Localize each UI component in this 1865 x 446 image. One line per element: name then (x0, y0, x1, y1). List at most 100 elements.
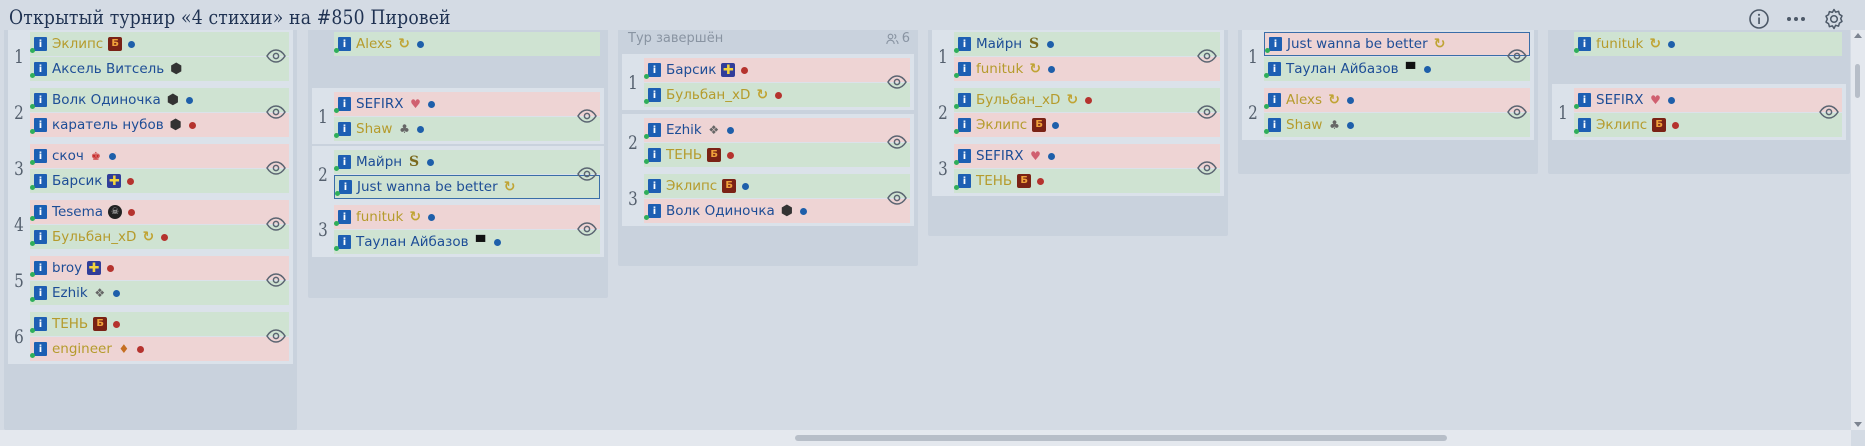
player-info-icon[interactable]: i (644, 179, 661, 195)
player-name[interactable]: Майрн (976, 36, 1023, 52)
gear-icon[interactable] (1821, 6, 1847, 32)
player-name[interactable]: broy (52, 260, 83, 276)
player-name[interactable]: Бульбан_xD (52, 229, 137, 245)
player-info-icon[interactable]: i (644, 123, 661, 139)
view-match-eye-icon[interactable] (886, 190, 908, 206)
player-info-icon[interactable]: i (30, 118, 47, 134)
view-match-eye-icon[interactable] (265, 272, 287, 288)
view-match-eye-icon[interactable] (265, 104, 287, 120)
view-match-eye-icon[interactable] (265, 328, 287, 344)
player-info-icon[interactable]: i (1574, 118, 1591, 134)
player-info-icon[interactable]: i (30, 342, 47, 358)
player-name[interactable]: funituk (976, 61, 1024, 77)
player-name[interactable]: Таулан Айбазов (1286, 61, 1399, 77)
player-info-icon[interactable]: i (30, 149, 47, 165)
player-info-icon[interactable]: i (1264, 62, 1281, 78)
player-info-icon[interactable]: i (1574, 93, 1591, 109)
player-info-icon[interactable]: i (644, 63, 661, 79)
player-info-icon[interactable]: i (954, 118, 971, 134)
view-match-eye-icon[interactable] (265, 48, 287, 64)
view-match-eye-icon[interactable] (1506, 104, 1528, 120)
player-name[interactable]: SEFIRX (356, 96, 404, 112)
player-info-icon[interactable]: i (334, 37, 351, 53)
player-info-icon[interactable]: i (1574, 37, 1591, 53)
player-name[interactable]: Эклипс (666, 178, 718, 194)
player-info-icon[interactable]: i (334, 155, 351, 171)
player-name[interactable]: Alexs (1286, 92, 1323, 108)
player-info-icon[interactable]: i (30, 230, 47, 246)
player-name[interactable]: ТЕНЬ (52, 316, 89, 332)
player-name[interactable]: Just wanna be better (357, 179, 498, 195)
player-name[interactable]: Ezhik (52, 285, 88, 301)
horizontal-scroll-thumb[interactable] (795, 435, 1447, 441)
player-info-icon[interactable]: i (334, 235, 351, 251)
player-info-icon[interactable]: i (30, 261, 47, 277)
player-name[interactable]: engineer (52, 341, 112, 357)
player-name[interactable]: Эклипс (976, 117, 1028, 133)
player-name[interactable]: Аксель Витсель (52, 61, 165, 77)
scroll-down-icon[interactable] (1854, 422, 1862, 427)
player-info-icon[interactable]: i (30, 37, 47, 53)
player-info-icon[interactable]: i (1264, 118, 1281, 134)
player-info-icon[interactable]: i (30, 62, 47, 78)
player-info-icon[interactable]: i (644, 88, 661, 104)
player-name[interactable]: SEFIRX (976, 148, 1024, 164)
view-match-eye-icon[interactable] (886, 134, 908, 150)
player-name[interactable]: Бульбан_xD (976, 92, 1061, 108)
player-info-icon[interactable]: i (954, 62, 971, 78)
player-info-icon[interactable]: i (30, 205, 47, 221)
player-info-icon[interactable]: i (954, 149, 971, 165)
player-info-icon[interactable]: i (30, 174, 47, 190)
player-info-icon[interactable]: i (1264, 93, 1281, 109)
player-name[interactable]: ТЕНЬ (666, 147, 703, 163)
player-name[interactable]: funituk (356, 209, 404, 225)
player-name[interactable]: ТЕНЬ (976, 173, 1013, 189)
player-name[interactable]: Барсик (666, 62, 717, 78)
player-info-icon[interactable]: i (954, 174, 971, 190)
player-info-icon[interactable]: i (334, 210, 351, 226)
player-info-icon[interactable]: i (1265, 37, 1282, 53)
player-info-icon[interactable]: i (954, 37, 971, 53)
player-info-icon[interactable]: i (30, 93, 47, 109)
player-name[interactable]: скоч (52, 148, 84, 164)
view-match-eye-icon[interactable] (576, 221, 598, 237)
player-info-icon[interactable]: i (334, 122, 351, 138)
view-match-eye-icon[interactable] (265, 216, 287, 232)
